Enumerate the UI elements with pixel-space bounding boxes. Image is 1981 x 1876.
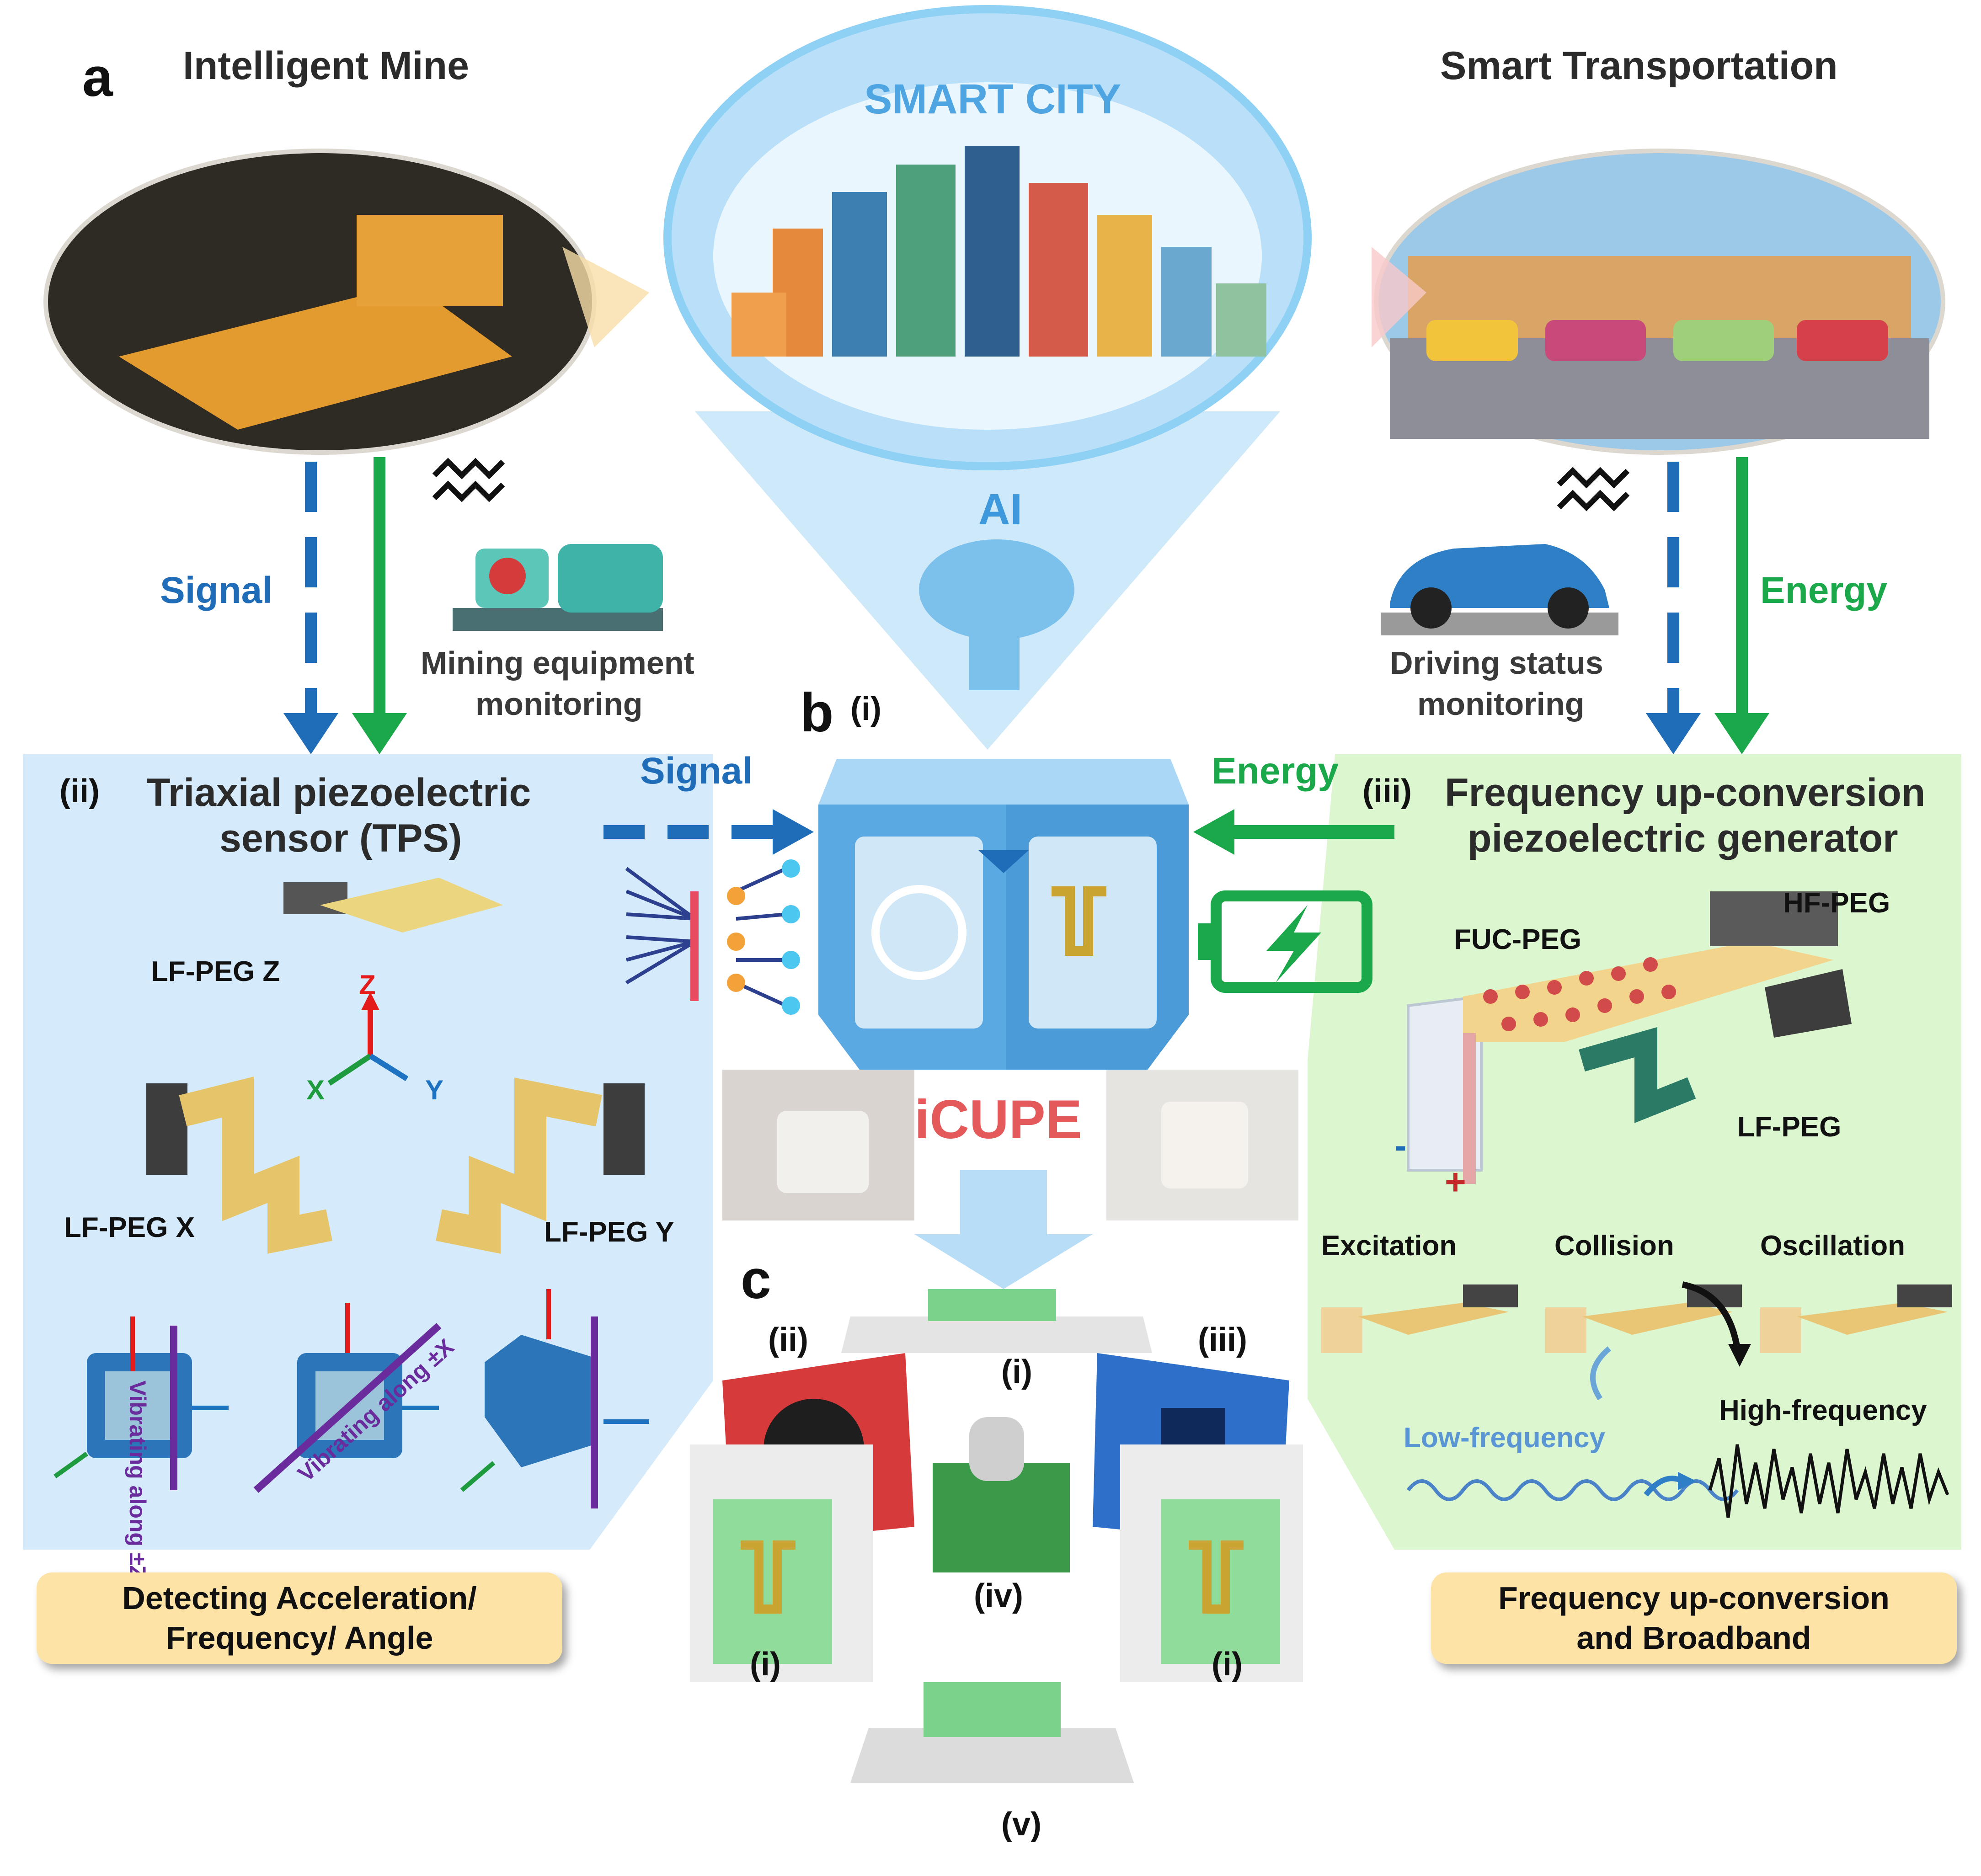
oscillation-label: Oscillation <box>1760 1230 1905 1262</box>
mining-caption-line1: Mining equipment <box>421 645 694 681</box>
icupe-label: iCUPE <box>914 1089 1082 1150</box>
lf-peg-label: LF-PEG <box>1737 1111 1842 1143</box>
vibration-x-cube <box>253 1303 442 1493</box>
low-frequency-waveform <box>1406 1479 1739 1501</box>
negative-terminal: - <box>1394 1125 1407 1166</box>
coordinate-axes <box>327 992 409 1086</box>
lf-peg-z-illustration <box>283 878 503 933</box>
energy-label-right: Energy <box>1760 570 1887 611</box>
axis-y-label: Y <box>425 1075 444 1105</box>
component-label-ii: (ii) <box>768 1322 808 1358</box>
smart-city-label: SMART CITY <box>864 76 1121 123</box>
high-frequency-waveform <box>1708 1444 1949 1518</box>
oscillation-beam <box>1760 1284 1952 1353</box>
excitation-beam <box>1321 1284 1518 1353</box>
fuc-index: (iii) <box>1362 773 1412 810</box>
panel-b-sub-i: (i) <box>850 691 881 727</box>
neural-network-icon <box>625 867 787 1007</box>
high-frequency-label: High-frequency <box>1719 1395 1927 1426</box>
component-label-i-right: (i) <box>1212 1646 1243 1683</box>
fuc-peg-label: FUC-PEG <box>1454 924 1581 955</box>
signal-label-left: Signal <box>160 570 273 611</box>
component-label-iv: (iv) <box>974 1578 1023 1614</box>
axis-z-label: Z <box>359 970 376 1000</box>
city-skyline-illustration <box>732 146 1266 357</box>
panel-c-letter: c <box>741 1249 771 1310</box>
vibration-z-cube <box>53 1316 229 1490</box>
excitation-label: Excitation <box>1321 1230 1457 1262</box>
car-icon <box>1381 544 1618 635</box>
tps-summary-box: Detecting Acceleration/ Frequency/ Angle <box>37 1572 562 1664</box>
rotation-cube <box>460 1289 649 1508</box>
fuc-summary-line1: Frequency up-conversion <box>1498 1580 1890 1616</box>
energy-label-center: Energy <box>1212 750 1339 792</box>
lf-peg-x-label: LF-PEG X <box>64 1212 195 1243</box>
positive-terminal: + <box>1445 1162 1466 1202</box>
lf-peg-z-label: LF-PEG Z <box>151 956 280 987</box>
signal-label-center: Signal <box>640 750 753 792</box>
component-label-v: (v) <box>1001 1806 1041 1843</box>
collision-label: Collision <box>1554 1230 1674 1262</box>
tps-index: (ii) <box>59 773 100 810</box>
tps-summary-line2: Frequency/ Angle <box>166 1620 433 1656</box>
driving-caption-line1: Driving status <box>1390 645 1603 681</box>
driving-caption-line2: monitoring <box>1417 686 1585 722</box>
fuc-peg-illustration <box>1407 891 1852 1184</box>
intelligent-mine-title: Intelligent Mine <box>183 44 469 88</box>
collision-beam <box>1545 1281 1751 1401</box>
panel-b-letter: b <box>800 682 834 743</box>
lf-peg-x-illustration <box>146 1077 332 1254</box>
lf-peg-y-label: LF-PEG Y <box>544 1216 674 1248</box>
fuc-summary-box: Frequency up-conversion and Broadband <box>1431 1572 1957 1664</box>
tps-summary-line1: Detecting Acceleration/ <box>122 1580 477 1616</box>
component-label-i-top: (i) <box>1001 1354 1032 1390</box>
panel-a-letter: a <box>82 47 113 108</box>
exploded-assembly-illustration <box>690 1289 1303 1783</box>
component-label-iii: (iii) <box>1198 1322 1247 1358</box>
fuc-summary-line2: and Broadband <box>1576 1620 1811 1656</box>
vibrating-z-label: Vibrating along ±Z <box>125 1380 150 1579</box>
axis-x-label: X <box>306 1075 325 1105</box>
tps-title-line2: sensor (TPS) <box>219 816 462 860</box>
battery-charging-icon <box>1198 890 1372 993</box>
icupe-cube-render <box>818 759 1189 1070</box>
low-frequency-label: Low-frequency <box>1404 1422 1605 1454</box>
hf-peg-label: HF-PEG <box>1783 887 1890 919</box>
smart-transportation-title: Smart Transportation <box>1440 44 1838 88</box>
fuc-title-line1: Frequency up-conversion <box>1445 771 1926 815</box>
mining-caption-line2: monitoring <box>475 686 643 722</box>
component-label-i-left: (i) <box>750 1646 781 1683</box>
ai-label: AI <box>978 485 1022 534</box>
ai-brain-icon <box>919 539 1074 690</box>
lf-peg-y-illustration <box>436 1077 645 1254</box>
fuc-title-line2: piezoelectric generator <box>1468 816 1898 860</box>
mining-pump-icon <box>453 544 663 631</box>
tps-title-line1: Triaxial piezoelectric <box>146 771 531 815</box>
